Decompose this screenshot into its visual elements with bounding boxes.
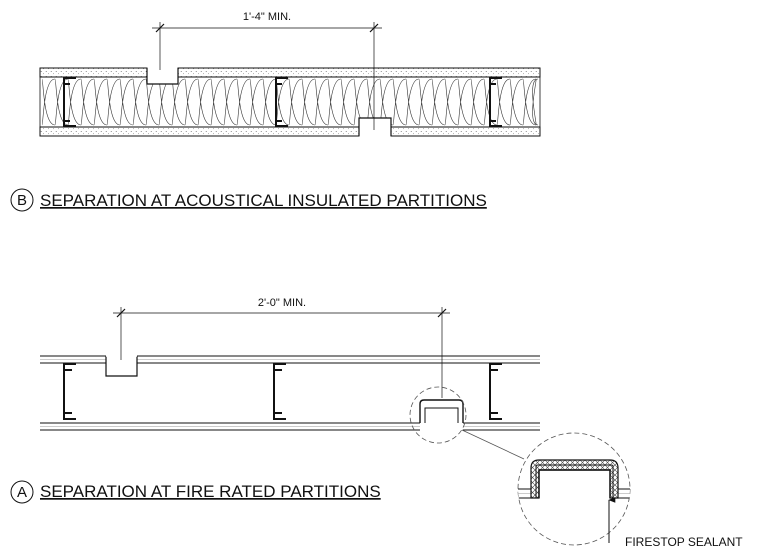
top-joint-notch — [105, 356, 138, 377]
metal-stud-3 — [489, 363, 502, 420]
detail-b-dimension: 1'-4" MIN. — [152, 11, 382, 130]
bottom-gypsum-board-left — [39, 126, 360, 137]
enlarged-detail-bubble — [517, 432, 631, 546]
detail-reference-circle — [409, 386, 467, 444]
top-joint-notch — [146, 68, 179, 85]
metal-stud-1 — [63, 363, 76, 420]
detail-a-marker-circle — [10, 480, 34, 504]
detail-a-title: SEPARATION AT FIRE RATED PARTITIONS — [40, 482, 381, 501]
detail-a-wall-section: 2'-0" MIN. — [40, 297, 540, 460]
detail-b-dimension-text: 1'-4" MIN. — [243, 11, 291, 23]
metal-stud-2 — [275, 77, 288, 127]
detail-b-title: SEPARATION AT ACOUSTICAL INSULATED PARTI… — [40, 191, 487, 210]
bottom-joint-channel — [419, 399, 464, 423]
metal-stud-2 — [273, 363, 286, 420]
detail-a-dimension: 2'-0" MIN. — [113, 297, 450, 398]
detail-a-marker-letter: A — [17, 484, 27, 501]
detail-a-dimension-text: 2'-0" MIN. — [258, 297, 306, 309]
detail-a-title-block: A SEPARATION AT FIRE RATED PARTITIONS — [10, 480, 381, 504]
metal-stud-1 — [63, 77, 76, 127]
firestop-sealant-label: FIRESTOP SEALANT — [625, 535, 743, 549]
detail-b-wall-section: 1'-4" MIN. — [39, 11, 541, 137]
bottom-joint-notch — [358, 117, 392, 136]
metal-stud-3 — [489, 77, 502, 127]
top-gypsum-board-left — [39, 67, 148, 78]
batt-insulation — [41, 78, 539, 126]
detail-b-marker-letter: B — [17, 192, 27, 209]
detail-b-title-block: B SEPARATION AT ACOUSTICAL INSULATED PAR… — [10, 188, 487, 212]
detail-b-marker-circle — [10, 188, 34, 212]
top-gypsum-board-right — [177, 67, 541, 78]
bottom-gypsum-board-right — [390, 126, 541, 137]
